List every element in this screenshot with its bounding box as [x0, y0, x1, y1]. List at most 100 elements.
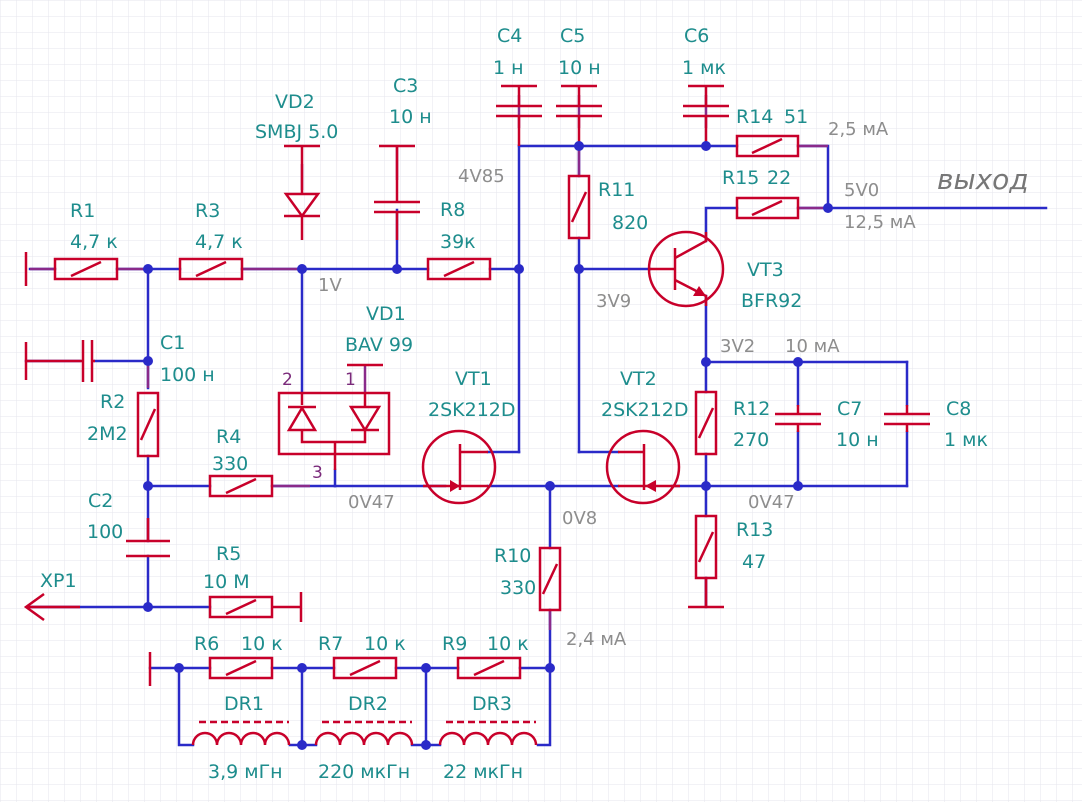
label-r4-ref: R4 — [216, 426, 241, 448]
capacitor-c1 — [24, 340, 95, 382]
transistor-vt3 — [647, 230, 725, 308]
net-5v0: 5V0 — [844, 180, 879, 201]
resistor-r1 — [53, 257, 119, 281]
inductor-dr2 — [314, 720, 414, 746]
label-r7-ref: R7 — [318, 633, 343, 655]
label-dr2-ref: DR2 — [348, 693, 388, 715]
label-vt1-ref: VT1 — [455, 368, 492, 390]
label-c2-ref: C2 — [88, 490, 113, 512]
net-3v2: 3V2 — [720, 336, 755, 357]
label-r6-ref: R6 — [194, 633, 219, 655]
resistor-r14 — [735, 134, 800, 158]
label-c7-value: 10 н — [836, 429, 879, 451]
label-vt3-ref: VT3 — [747, 259, 784, 281]
vd1-pin-3: 3 — [312, 463, 323, 483]
vd1-pin-numbers: 2 1 3 — [282, 370, 356, 483]
label-r3-ref: R3 — [195, 200, 220, 222]
label-c5-value: 10 н — [558, 57, 601, 79]
label-r2-ref: R2 — [100, 391, 125, 413]
vd1-pin-2: 2 — [282, 370, 293, 390]
capacitor-c7 — [775, 405, 821, 432]
label-c2-value: 100 — [87, 521, 123, 543]
resistor-r9 — [456, 656, 522, 680]
label-dr1-ref: DR1 — [224, 693, 264, 715]
capacitor-c6 — [683, 84, 729, 146]
diode-vd2 — [283, 144, 321, 240]
label-r6-value: 10 к — [241, 633, 283, 655]
label-r10-ref: R10 — [494, 545, 531, 567]
output-label: выход — [937, 163, 1029, 196]
label-r14-value: 51 — [784, 106, 808, 128]
label-c4-value: 1 н — [493, 57, 524, 79]
label-c8-ref: C8 — [946, 398, 971, 420]
inductor-dr3 — [438, 720, 538, 746]
junction-dots — [143, 141, 833, 750]
capacitor-c3 — [374, 144, 420, 240]
label-r5-ref: R5 — [216, 543, 241, 565]
resistor-r2 — [136, 391, 160, 458]
label-vd1-ref: VD1 — [366, 303, 406, 325]
label-r5-value: 10 М — [203, 571, 250, 593]
label-c1-value: 100 н — [160, 364, 215, 386]
label-c3-value: 10 н — [389, 106, 432, 128]
resistor-r8 — [426, 257, 492, 281]
label-r1-ref: R1 — [70, 200, 95, 222]
resistor-r11 — [567, 174, 591, 240]
net-0v47-left: 0V47 — [348, 492, 395, 513]
label-c7-ref: C7 — [837, 398, 862, 420]
label-dr3-ref: DR3 — [472, 693, 512, 715]
label-vt2-ref: VT2 — [620, 368, 657, 390]
label-r13-ref: R13 — [736, 519, 773, 541]
resistor-r13 — [688, 514, 724, 609]
label-c6-ref: C6 — [684, 25, 709, 47]
label-r8-ref: R8 — [440, 199, 465, 221]
label-r9-ref: R9 — [442, 633, 467, 655]
resistor-r3 — [178, 257, 244, 281]
current-10ma: 10 мА — [785, 336, 840, 357]
resistor-r12 — [694, 390, 718, 456]
current-12-5ma: 12,5 мА — [844, 212, 916, 233]
label-vt2-value: 2SK212D — [601, 399, 689, 421]
diode-vd1 — [277, 363, 391, 470]
label-r13-value: 47 — [742, 551, 766, 573]
label-r15-ref: R15 — [722, 167, 759, 189]
label-dr1-value: 3,9 мГн — [208, 761, 283, 783]
capacitor-c2 — [126, 518, 170, 558]
label-r7-value: 10 к — [364, 633, 406, 655]
label-r15-value: 22 — [767, 167, 791, 189]
label-dr3-value: 22 мкГн — [443, 761, 523, 783]
current-2-5ma: 2,5 мА — [828, 119, 889, 140]
net-0v47-right: 0V47 — [748, 492, 795, 513]
net-0v8: 0V8 — [562, 508, 597, 529]
connector-xp1 — [23, 592, 80, 622]
label-vt3-value: BFR92 — [741, 290, 802, 312]
label-r4-value: 330 — [212, 453, 248, 475]
label-c6-value: 1 мк — [682, 57, 726, 79]
terminal-bars — [24, 252, 152, 686]
label-r10-value: 330 — [500, 577, 536, 599]
label-dr2-value: 220 мкГн — [318, 761, 410, 783]
label-vd1-value: BAV 99 — [345, 334, 413, 356]
resistor-r5 — [208, 592, 303, 622]
resistor-r10 — [538, 546, 562, 612]
label-r1-value: 4,7 к — [70, 231, 118, 253]
capacitor-c4 — [496, 84, 542, 146]
label-c3-ref: C3 — [393, 75, 418, 97]
resistor-r15 — [735, 196, 800, 220]
label-r3-value: 4,7 к — [195, 231, 243, 253]
resistor-r6 — [208, 656, 274, 680]
transistor-vt1 — [421, 429, 497, 505]
current-2-4ma: 2,4 мА — [566, 629, 627, 650]
capacitor-c8 — [884, 405, 930, 432]
label-r11-ref: R11 — [598, 179, 635, 201]
label-c5-ref: C5 — [560, 25, 585, 47]
inductor-dr1 — [191, 720, 291, 746]
label-xp1: XP1 — [40, 570, 77, 592]
label-r12-ref: R12 — [733, 398, 770, 420]
net-annotations: 1V 4V85 0V47 0V8 3V9 3V2 0V47 5V0 2,5 мА… — [318, 119, 916, 650]
label-r2-value: 2М2 — [87, 423, 128, 445]
label-c1-ref: C1 — [160, 332, 185, 354]
transistor-vt2 — [605, 429, 681, 505]
label-r11-value: 820 — [612, 212, 648, 234]
vd1-pin-1: 1 — [345, 370, 356, 390]
